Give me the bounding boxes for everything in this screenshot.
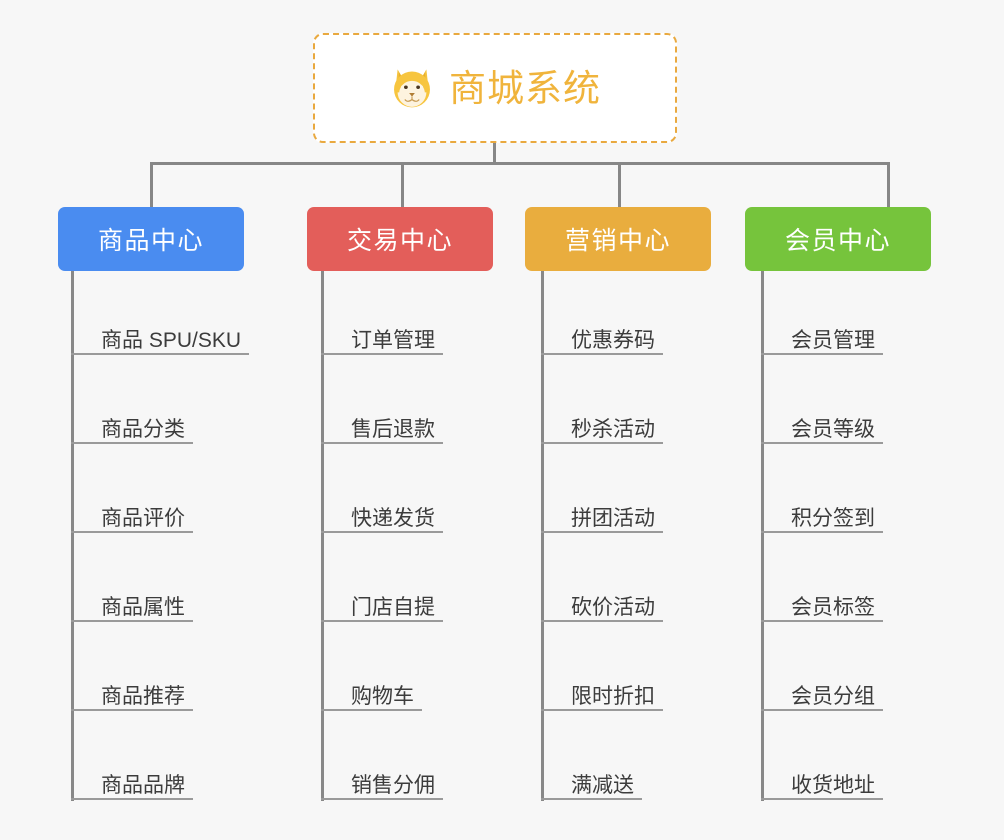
branch-header-1[interactable]: 商品中心 [58, 207, 244, 271]
leaf-label: 销售分佣 [351, 774, 435, 797]
leaf-item[interactable]: 秒杀活动 [541, 418, 663, 444]
leaf-item[interactable]: 门店自提 [321, 596, 443, 622]
connector-drop-4 [887, 162, 890, 208]
leaf-label: 商品分类 [101, 418, 185, 441]
leaf-item[interactable]: 优惠券码 [541, 329, 663, 355]
leaf-label: 商品属性 [101, 596, 185, 619]
leaf-label: 商品品牌 [101, 774, 185, 797]
leaf-item[interactable]: 会员分组 [761, 685, 883, 711]
connector-drop-1 [150, 162, 153, 208]
branch-header-label: 交易中心 [346, 227, 453, 255]
leaf-item[interactable]: 商品属性 [71, 596, 193, 622]
leaf-label: 满减送 [571, 774, 634, 797]
connector-drop-2 [401, 162, 404, 208]
leaf-label: 优惠券码 [571, 329, 655, 352]
connector-drop-3 [618, 162, 621, 208]
leaf-item[interactable]: 商品分类 [71, 418, 193, 444]
leaf-label: 门店自提 [351, 596, 435, 619]
leaf-item[interactable]: 限时折扣 [541, 685, 663, 711]
branch-header-label: 营销中心 [564, 227, 671, 255]
branch-header-2[interactable]: 交易中心 [307, 207, 493, 271]
leaf-label: 会员标签 [791, 596, 875, 619]
leaf-item[interactable]: 售后退款 [321, 418, 443, 444]
leaf-label: 会员等级 [791, 418, 875, 441]
leaf-label: 商品 SPU/SKU [101, 329, 242, 352]
branch-header-label: 会员中心 [784, 227, 891, 255]
leaf-label: 砍价活动 [571, 596, 655, 619]
branch-header-4[interactable]: 会员中心 [745, 207, 931, 271]
branch-header-3[interactable]: 营销中心 [525, 207, 711, 271]
leaf-label: 购物车 [351, 685, 414, 708]
branch-spine-3 [541, 271, 544, 801]
connector-horizontal-bus [150, 162, 890, 165]
leaf-label: 收货地址 [791, 774, 875, 797]
leaf-item[interactable]: 会员标签 [761, 596, 883, 622]
root-title: 商城系统 [449, 67, 601, 109]
branch-spine-4 [761, 271, 764, 801]
connector-root-stem [493, 143, 496, 164]
leaf-label: 拼团活动 [571, 507, 655, 530]
leaf-label: 订单管理 [351, 329, 435, 352]
leaf-label: 会员管理 [791, 329, 875, 352]
leaf-item[interactable]: 满减送 [541, 774, 642, 800]
leaf-item[interactable]: 销售分佣 [321, 774, 443, 800]
branch-spine-2 [321, 271, 324, 801]
leaf-label: 秒杀活动 [571, 418, 655, 441]
leaf-item[interactable]: 商品 SPU/SKU [71, 329, 250, 355]
leaf-item[interactable]: 购物车 [321, 685, 422, 711]
leaf-label: 快递发货 [351, 507, 435, 530]
leaf-label: 会员分组 [791, 685, 875, 708]
leaf-item[interactable]: 会员管理 [761, 329, 883, 355]
shiba-dog-face-icon [394, 69, 430, 108]
root-node[interactable]: 商城系统 [313, 33, 677, 143]
leaf-item[interactable]: 商品评价 [71, 507, 193, 533]
leaf-item[interactable]: 收货地址 [761, 774, 883, 800]
leaf-item[interactable]: 会员等级 [761, 418, 883, 444]
leaf-item[interactable]: 拼团活动 [541, 507, 663, 533]
leaf-label: 商品评价 [101, 507, 185, 530]
leaf-item[interactable]: 商品推荐 [71, 685, 193, 711]
leaf-label: 积分签到 [791, 507, 875, 530]
leaf-label: 限时折扣 [571, 685, 655, 708]
leaf-item[interactable]: 积分签到 [761, 507, 883, 533]
leaf-item[interactable]: 商品品牌 [71, 774, 193, 800]
branch-header-label: 商品中心 [97, 227, 204, 255]
leaf-label: 商品推荐 [101, 685, 185, 708]
leaf-item[interactable]: 订单管理 [321, 329, 443, 355]
branch-spine-1 [71, 271, 74, 801]
leaf-label: 售后退款 [351, 418, 435, 441]
leaf-item[interactable]: 快递发货 [321, 507, 443, 533]
leaf-item[interactable]: 砍价活动 [541, 596, 663, 622]
